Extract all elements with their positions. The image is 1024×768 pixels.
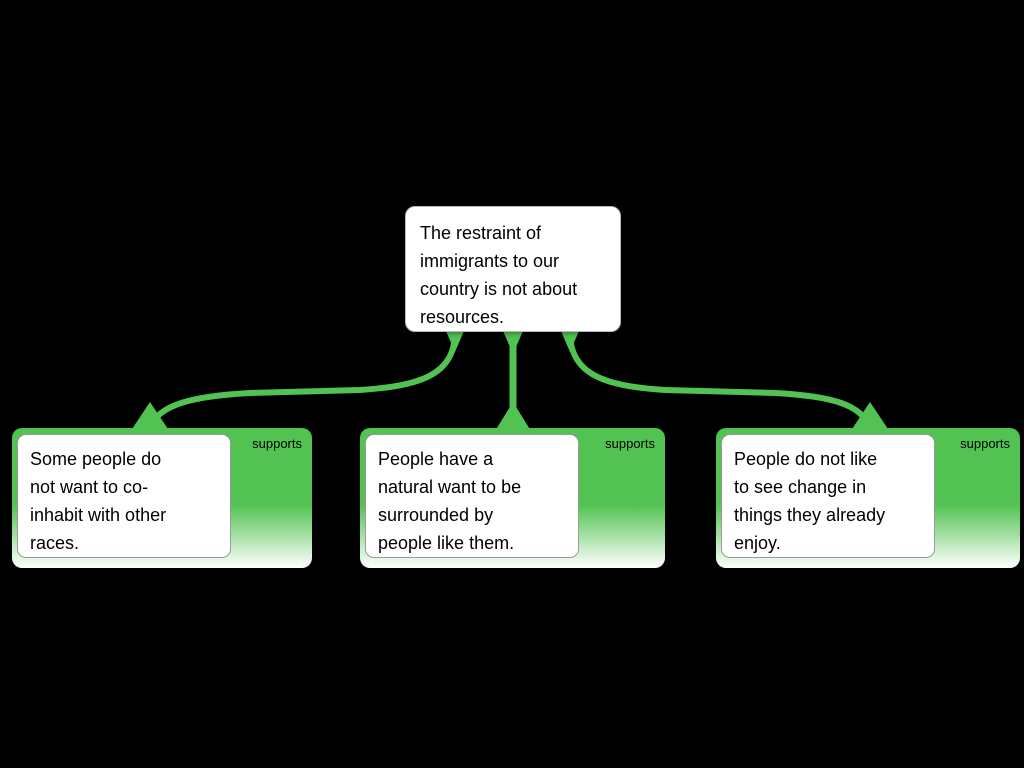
claim-text: The restraint of immigrants to our count… bbox=[420, 223, 578, 327]
support-card[interactable]: People have a natural want to be surroun… bbox=[365, 434, 579, 558]
support-text: Some people do not want to co- inhabit w… bbox=[30, 449, 167, 553]
connector-left bbox=[147, 329, 458, 431]
support-node-2[interactable]: supports People have a natural want to b… bbox=[360, 428, 665, 568]
connector-flare bbox=[561, 331, 579, 352]
connector-flare bbox=[495, 402, 531, 431]
support-card[interactable]: People do not like to see change in thin… bbox=[721, 434, 935, 558]
connector-flare bbox=[503, 331, 523, 354]
support-node-1[interactable]: supports Some people do not want to co- … bbox=[12, 428, 312, 568]
connector-flare bbox=[852, 402, 888, 429]
connector-flare bbox=[132, 402, 168, 429]
support-node-3[interactable]: supports People do not like to see chang… bbox=[716, 428, 1020, 568]
support-relation-label: supports bbox=[605, 436, 655, 451]
connector-right bbox=[567, 329, 873, 431]
support-relation-label: supports bbox=[960, 436, 1010, 451]
support-text: People do not like to see change in thin… bbox=[734, 449, 886, 553]
connector-flare bbox=[446, 331, 464, 352]
support-relation-label: supports bbox=[252, 436, 302, 451]
claim-node[interactable]: The restraint of immigrants to our count… bbox=[405, 206, 621, 332]
support-card[interactable]: Some people do not want to co- inhabit w… bbox=[17, 434, 231, 558]
support-text: People have a natural want to be surroun… bbox=[378, 449, 522, 553]
